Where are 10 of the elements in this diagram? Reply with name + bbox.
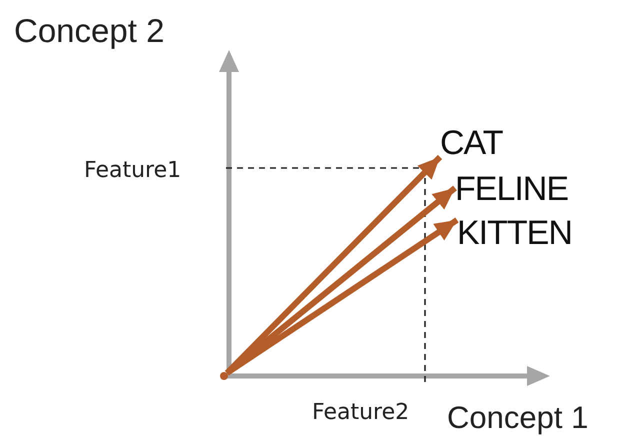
feature-label: Feature1 — [84, 158, 182, 184]
word-label: FELINE — [455, 170, 568, 208]
vector-arrow — [225, 218, 459, 376]
vector-arrow — [224, 154, 442, 376]
axis-title: Concept 1 — [447, 400, 588, 436]
axis-title: Concept 2 — [14, 12, 164, 50]
feature-label: Feature2 — [312, 400, 410, 426]
origin-point — [220, 372, 228, 380]
word-label: KITTEN — [457, 214, 572, 252]
word-label: CAT — [440, 124, 502, 162]
